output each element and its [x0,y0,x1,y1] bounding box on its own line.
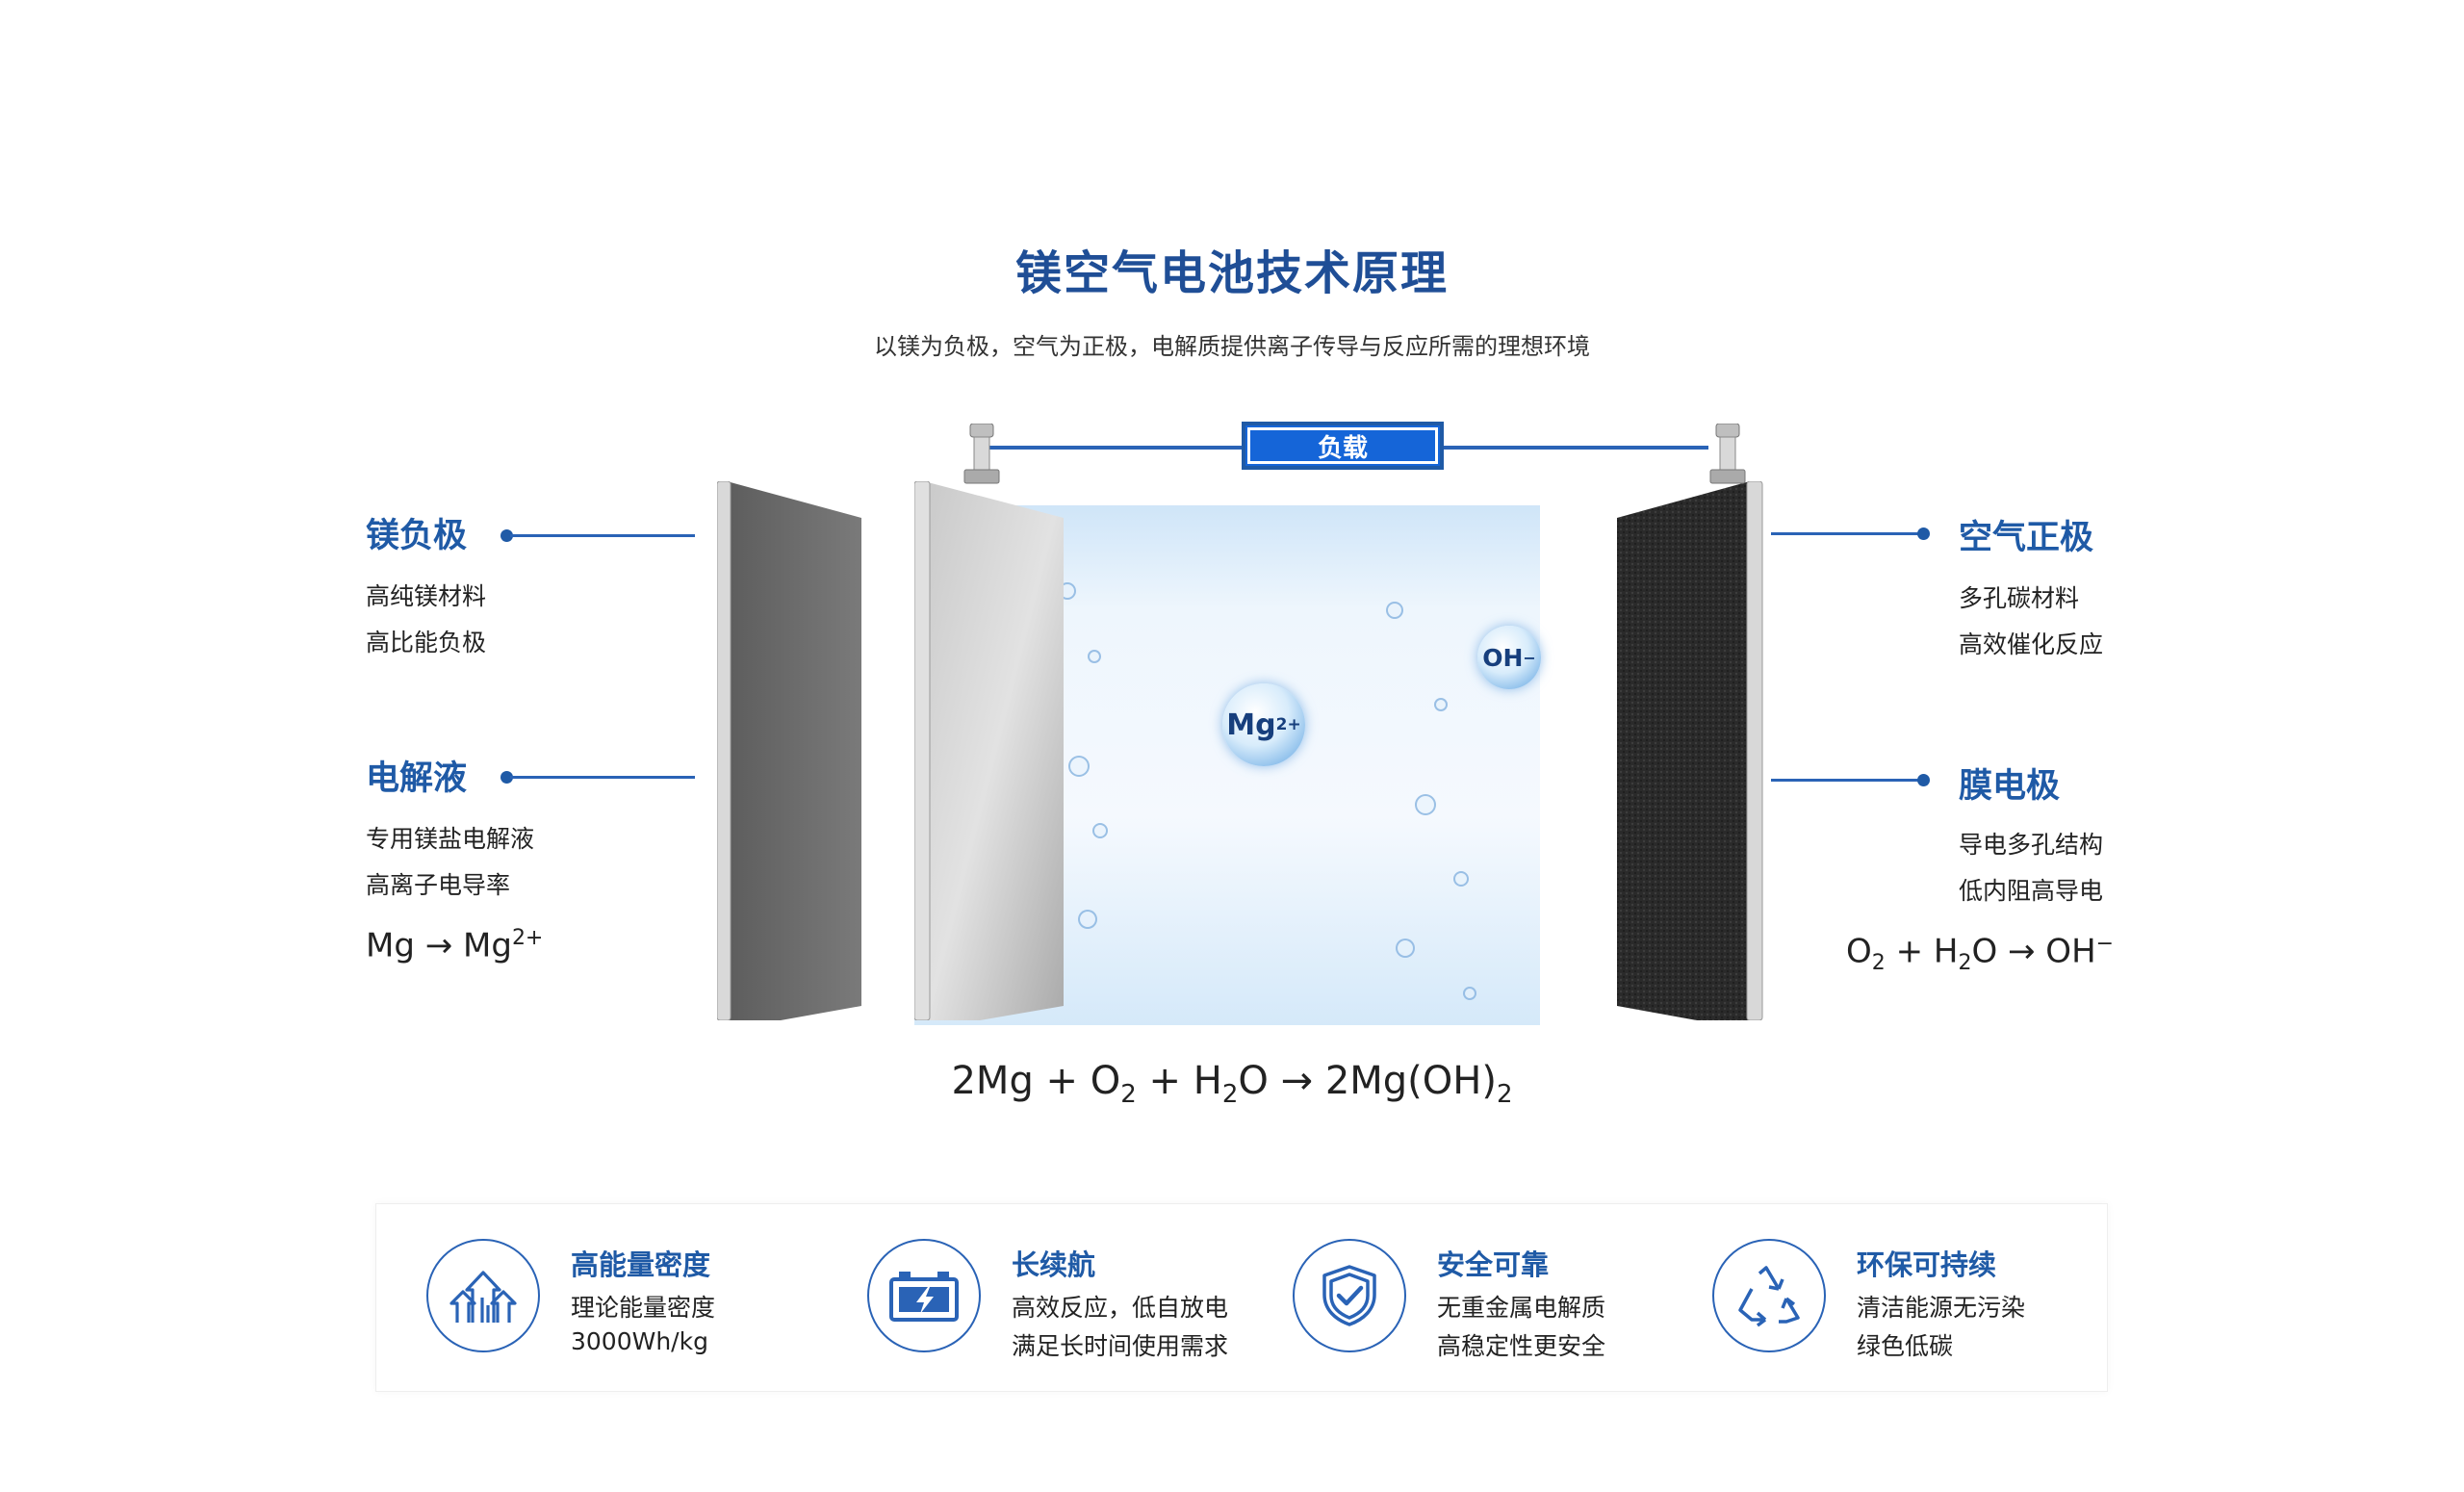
oh-ion: OH− [1477,626,1541,689]
feature-line-2: 3000Wh/kg [571,1327,708,1355]
electrolyte-heading: 电解液 [366,759,468,798]
features-panel: 高能量密度 理论能量密度 3000Wh/kg 长续航 高效反应，低自放电 满足长… [375,1203,2108,1392]
air-cathode-plate [1617,481,1763,1020]
page-subtitle: 以镁为负极，空气为正极，电解质提供离子传导与反应所需的理想环境 [874,333,1590,360]
cathode-line-1: 多孔碳材料 [1959,584,2080,612]
recycle-icon [1712,1239,1826,1352]
anode-terminal [963,424,1000,484]
membrane-leader-line [1771,779,1925,782]
anode-dot [500,529,513,542]
anode-line-1: 高纯镁材料 [366,582,487,610]
anode-heading: 镁负极 [366,517,468,555]
feature-line-2: 高稳定性更安全 [1437,1332,1606,1360]
membrane-heading: 膜电极 [1959,767,2061,806]
feature-title: 环保可持续 [1857,1248,1997,1281]
load-wire-left [984,446,1244,450]
anode-leader-line [510,534,695,537]
feature-line-1: 高效反应，低自放电 [1012,1294,1229,1322]
anode-reaction-formula: Mg → Mg2+ [366,926,544,965]
feature-line-1: 理论能量密度 [571,1294,716,1322]
membrane-dot [1917,774,1930,786]
feature-line-1: 无重金属电解质 [1437,1294,1606,1322]
page-title: 镁空气电池技术原理 [1014,246,1449,300]
energy-density-arrows-icon [426,1239,540,1352]
cathode-line-2: 高效催化反应 [1959,630,2104,658]
feature-line-1: 清洁能源无污染 [1857,1294,2026,1322]
membrane-line-2: 低内阻高导电 [1959,877,2104,905]
feature-line-2: 绿色低碳 [1857,1332,1954,1360]
feature-title: 长续航 [1012,1248,1096,1281]
cathode-reaction-formula: O2 + H2O → OH− [1846,932,2115,976]
feature-title: 高能量密度 [571,1248,711,1281]
overall-reaction-formula: 2Mg + O2 + H2O → 2Mg(OH)2 [951,1059,1513,1109]
anode-line-2: 高比能负极 [366,629,487,656]
battery-charge-icon [867,1239,981,1352]
electrolyte-leader-line [510,776,695,779]
shield-check-icon [1293,1239,1406,1352]
electrolyte-dot [500,771,513,784]
load-wire-right [1444,446,1708,450]
membrane-line-1: 导电多孔结构 [1959,831,2104,859]
cathode-heading: 空气正极 [1959,519,2094,557]
cathode-dot [1917,527,1930,540]
anode-back-plate [717,481,861,1020]
feature-line-2: 满足长时间使用需求 [1012,1332,1229,1360]
feature-title: 安全可靠 [1437,1248,1550,1281]
load-box: 负载 [1242,422,1444,470]
cathode-terminal [1709,424,1746,484]
electrolyte-line-1: 专用镁盐电解液 [366,825,535,853]
magnesium-anode-plate [914,481,1064,1020]
cathode-leader-line [1771,532,1925,535]
electrolyte-line-2: 高离子电导率 [366,871,511,899]
